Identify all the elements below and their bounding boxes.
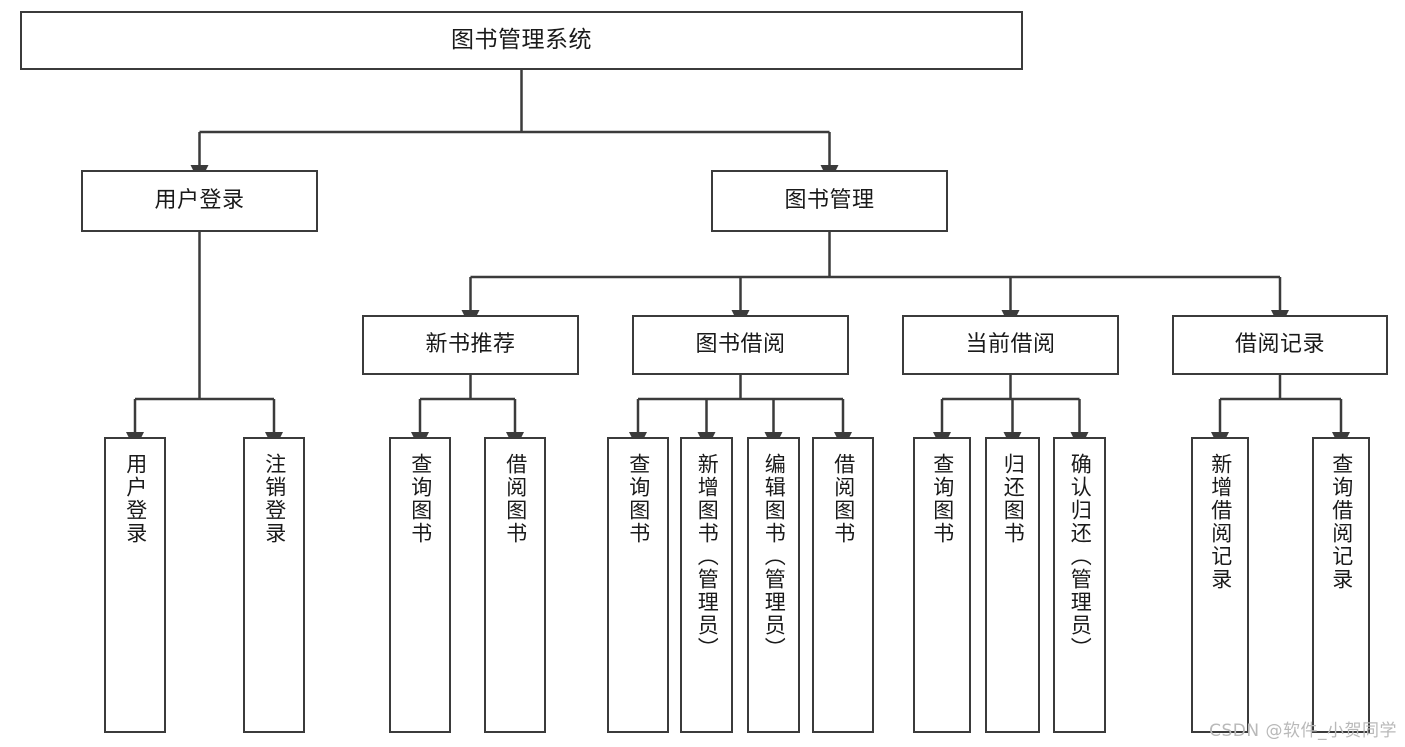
leaf-add-book-admin[interactable]: 新增图书（管理员） bbox=[680, 437, 733, 733]
leaf-query-borrow-record-label: 查询借阅记录 bbox=[1329, 453, 1354, 591]
node-current-borrow-label: 当前借阅 bbox=[965, 332, 1056, 358]
leaf-query-book-borrow[interactable]: 查询图书 bbox=[607, 437, 669, 733]
leaf-edit-book-admin[interactable]: 编辑图书（管理员） bbox=[747, 437, 800, 733]
node-book-management-label: 图书管理 bbox=[784, 188, 875, 214]
leaf-borrow-book-label: 借阅图书 bbox=[831, 453, 856, 545]
leaf-query-book-current-label: 查询图书 bbox=[930, 453, 955, 545]
leaf-query-book-current[interactable]: 查询图书 bbox=[913, 437, 971, 733]
leaf-add-borrow-record-label: 新增借阅记录 bbox=[1208, 453, 1233, 591]
leaf-query-borrow-record[interactable]: 查询借阅记录 bbox=[1312, 437, 1370, 733]
node-new-book-recommend[interactable]: 新书推荐 bbox=[362, 315, 579, 375]
node-borrow-record-label: 借阅记录 bbox=[1234, 332, 1325, 358]
leaf-logout[interactable]: 注销登录 bbox=[243, 437, 305, 733]
leaf-add-book-admin-label: 新增图书（管理员） bbox=[695, 453, 720, 660]
leaf-confirm-return-admin[interactable]: 确认归还（管理员） bbox=[1053, 437, 1106, 733]
leaf-add-borrow-record[interactable]: 新增借阅记录 bbox=[1191, 437, 1249, 733]
node-book-borrow[interactable]: 图书借阅 bbox=[632, 315, 849, 375]
leaf-edit-book-admin-label: 编辑图书（管理员） bbox=[762, 453, 787, 660]
leaf-user-login-label: 用户登录 bbox=[123, 453, 148, 545]
leaf-return-book[interactable]: 归还图书 bbox=[985, 437, 1040, 733]
leaf-return-book-label: 归还图书 bbox=[1001, 453, 1026, 545]
node-new-book-recommend-label: 新书推荐 bbox=[425, 332, 516, 358]
node-current-borrow[interactable]: 当前借阅 bbox=[902, 315, 1119, 375]
leaf-query-book-borrow-label: 查询图书 bbox=[626, 453, 651, 545]
node-book-borrow-label: 图书借阅 bbox=[695, 332, 786, 358]
node-borrow-record[interactable]: 借阅记录 bbox=[1172, 315, 1388, 375]
node-root-label: 图书管理系统 bbox=[451, 27, 592, 54]
leaf-borrow-book-recommend[interactable]: 借阅图书 bbox=[484, 437, 546, 733]
leaf-user-login[interactable]: 用户登录 bbox=[104, 437, 166, 733]
node-book-management[interactable]: 图书管理 bbox=[711, 170, 948, 232]
leaf-query-book-recommend[interactable]: 查询图书 bbox=[389, 437, 451, 733]
leaf-logout-label: 注销登录 bbox=[262, 453, 287, 545]
watermark-text: CSDN @软件_小贺同学 bbox=[1209, 721, 1397, 741]
leaf-borrow-book-recommend-label: 借阅图书 bbox=[503, 453, 528, 545]
leaf-borrow-book[interactable]: 借阅图书 bbox=[812, 437, 874, 733]
node-user-login[interactable]: 用户登录 bbox=[81, 170, 318, 232]
node-root[interactable]: 图书管理系统 bbox=[20, 11, 1023, 70]
leaf-query-book-recommend-label: 查询图书 bbox=[408, 453, 433, 545]
leaf-confirm-return-admin-label: 确认归还（管理员） bbox=[1068, 453, 1093, 660]
node-user-login-label: 用户登录 bbox=[154, 188, 245, 214]
